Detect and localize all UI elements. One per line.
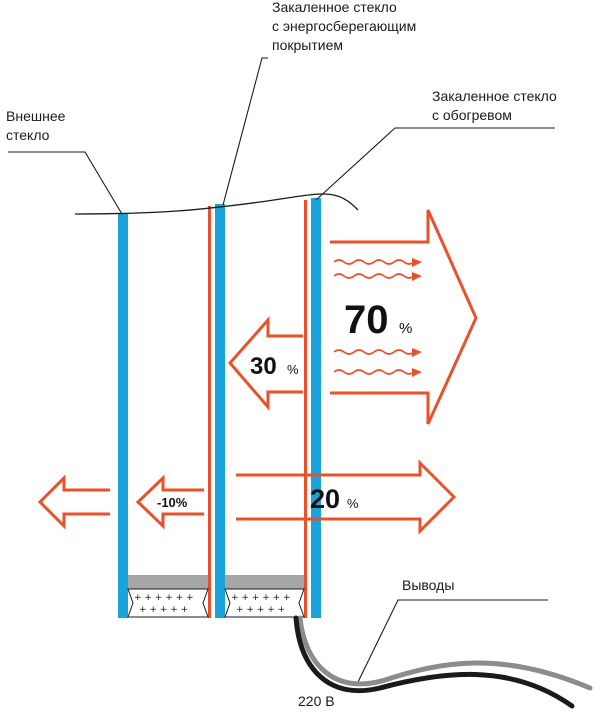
leader-outer-glass bbox=[8, 151, 123, 215]
heat-wave-arrowhead bbox=[412, 258, 422, 267]
label-heated-glass-line2: с обогревом bbox=[432, 107, 512, 123]
cable-grey bbox=[297, 615, 593, 691]
unit-70: % bbox=[399, 320, 412, 337]
arrow-reflected-30 bbox=[228, 316, 303, 412]
label-coated-glass-line2: с энергосберегающим bbox=[272, 18, 416, 34]
spacer-right bbox=[224, 575, 305, 618]
heat-wave-arrowhead bbox=[412, 348, 422, 357]
heat-waves-upper bbox=[333, 259, 415, 279]
arrow-loss-10 bbox=[135, 474, 204, 530]
svg-text:+ + + + + +: + + + + + + bbox=[231, 593, 291, 603]
heat-wave-arrowhead bbox=[412, 272, 422, 281]
outer-glass-pane bbox=[118, 214, 128, 618]
value-70: 70 bbox=[344, 298, 389, 342]
label-coated-glass-line3: покрытием bbox=[272, 37, 343, 53]
label-outer-glass-line1: Внешнее bbox=[6, 108, 66, 124]
cable-black bbox=[293, 615, 575, 709]
leader-leads bbox=[357, 599, 548, 683]
desiccant-marks-right: + + + + + + + + + + + bbox=[231, 593, 291, 615]
value-20: 20 bbox=[310, 484, 340, 514]
label-heated-glass-line1: Закаленное стекло bbox=[432, 88, 557, 104]
heat-waves-lower bbox=[333, 349, 415, 375]
top-contour-line bbox=[74, 193, 359, 215]
label-coated-glass-line1: Закаленное стекло bbox=[272, 0, 397, 15]
spacer-left bbox=[127, 575, 209, 618]
label-outer-glass-line2: стекло bbox=[6, 127, 50, 143]
unit-30: % bbox=[287, 362, 299, 377]
heating-film bbox=[304, 200, 307, 618]
coated-glass-pane bbox=[215, 204, 225, 618]
arrow-exit-outside bbox=[37, 474, 110, 530]
value-minus-10: -10% bbox=[157, 495, 188, 510]
value-30: 30 bbox=[250, 353, 277, 380]
label-voltage: 220 В bbox=[298, 693, 335, 709]
heated-glass-pane bbox=[311, 198, 321, 618]
leader-heated-glass bbox=[315, 127, 555, 201]
leader-coated-glass bbox=[222, 57, 268, 206]
heat-wave-arrowhead bbox=[412, 368, 422, 377]
energy-saving-coating bbox=[208, 206, 211, 618]
desiccant-marks-left: + + + + + + + + + + + bbox=[134, 593, 194, 615]
label-leads: Выводы bbox=[402, 577, 454, 593]
svg-text:+ + + + + +: + + + + + + bbox=[134, 593, 194, 603]
arrow-inward-70 bbox=[330, 209, 478, 425]
arrow-through-20 bbox=[236, 459, 457, 535]
svg-text:+ + + + +: + + + + + bbox=[139, 605, 188, 615]
unit-20: % bbox=[347, 496, 359, 511]
svg-text:+ + + + +: + + + + + bbox=[236, 605, 285, 615]
